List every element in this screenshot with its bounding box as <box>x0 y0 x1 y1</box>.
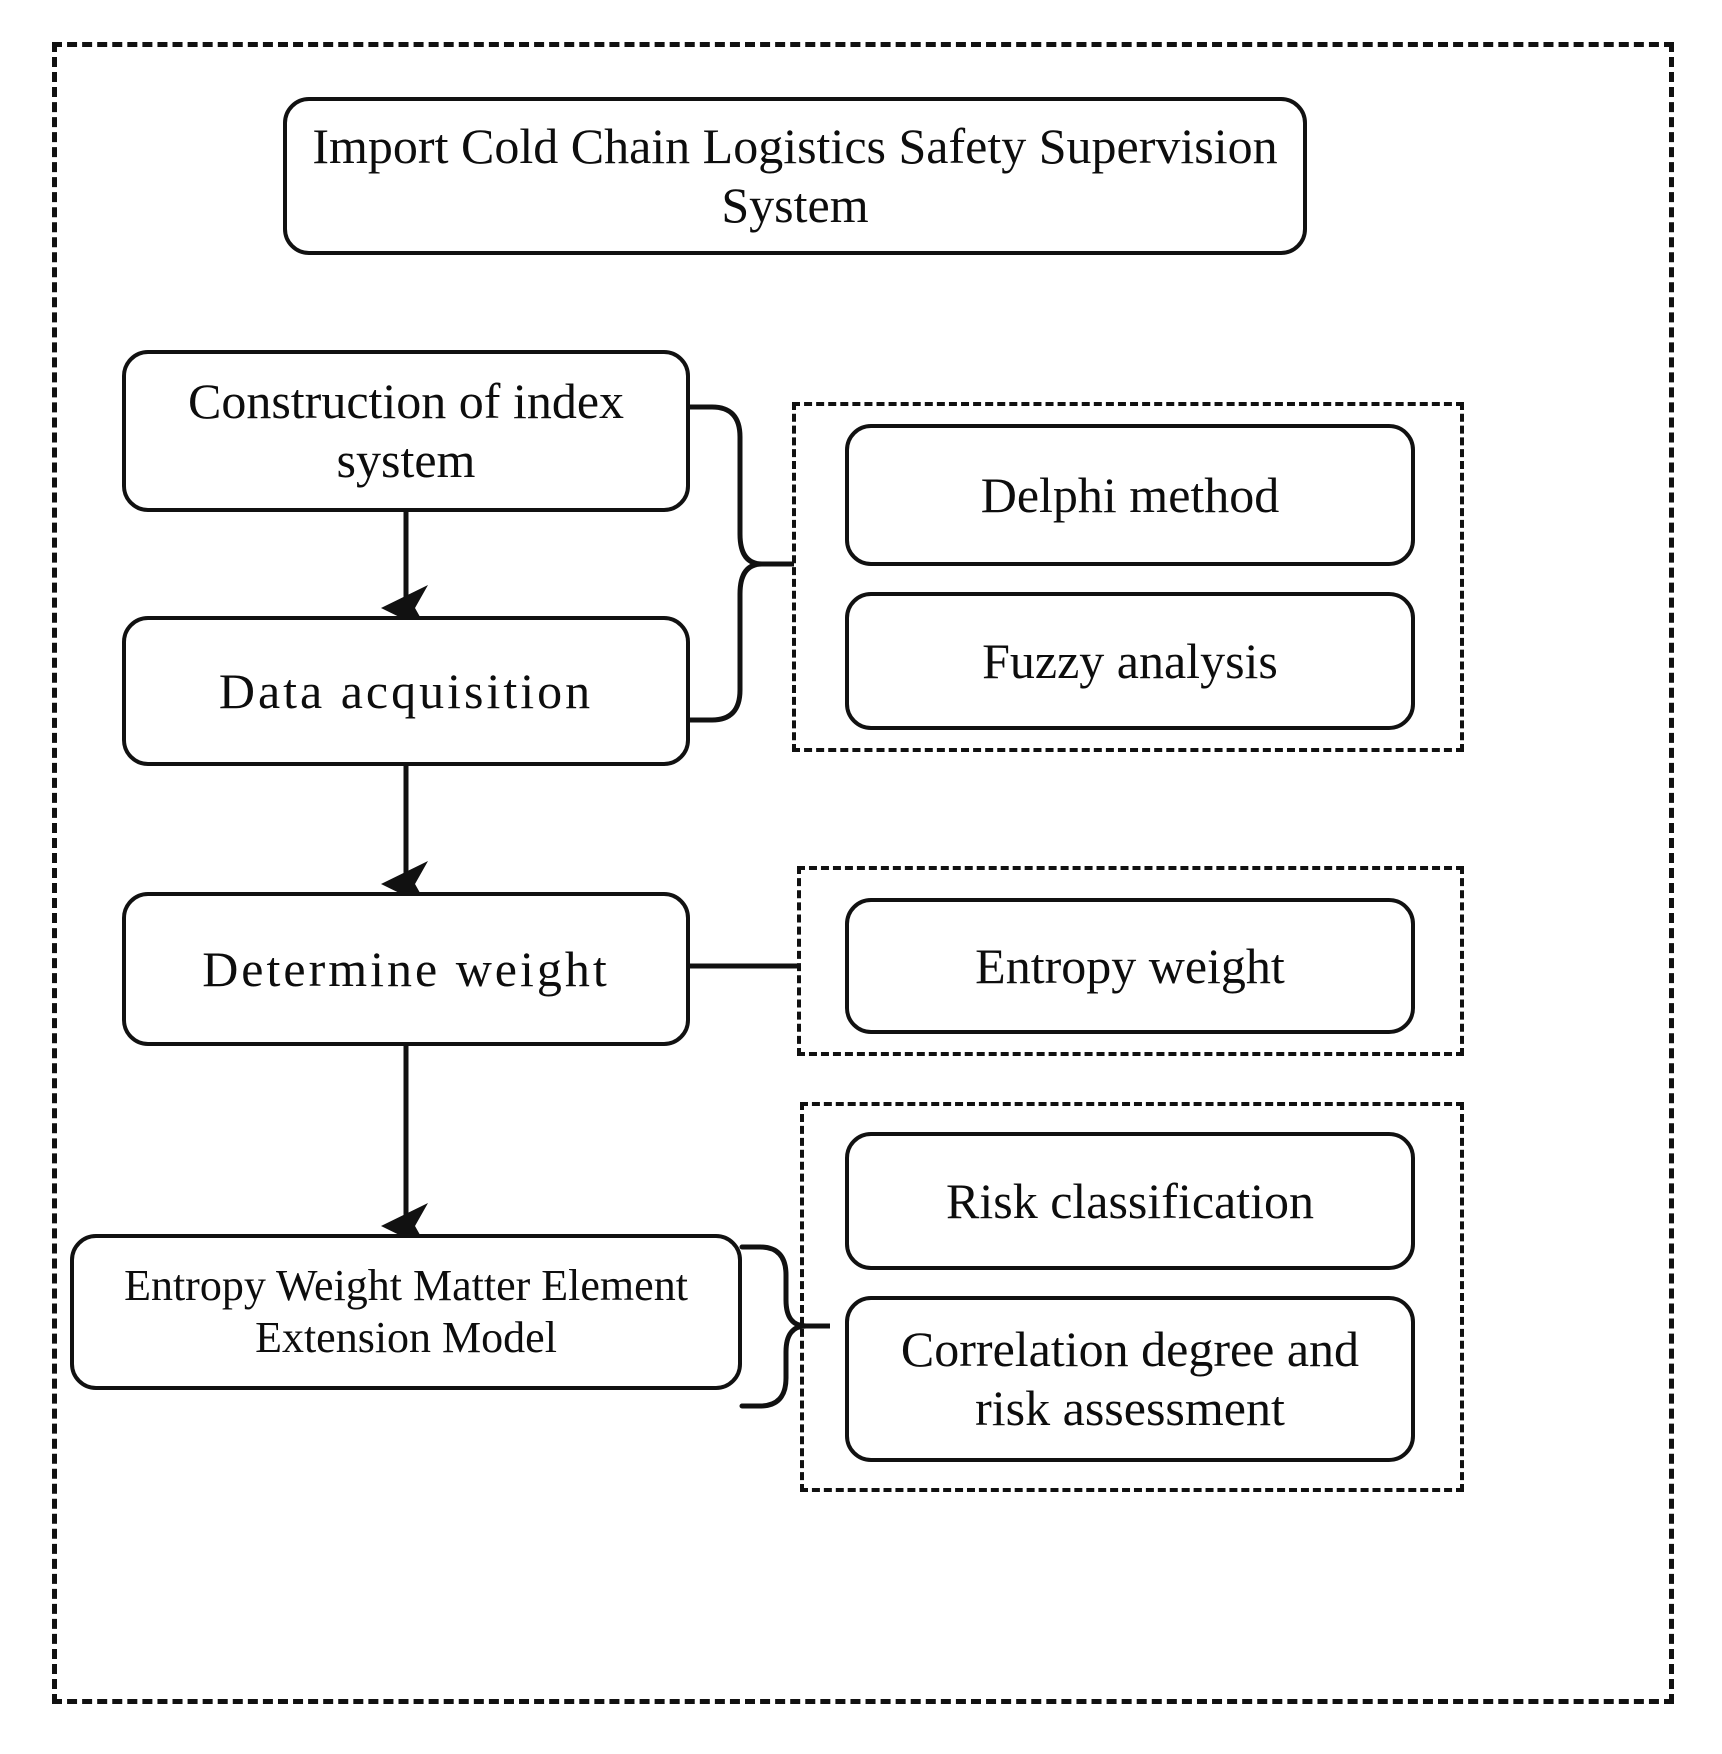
node-entropy-weight[interactable]: Entropy weight <box>845 898 1415 1034</box>
node-index-system-label: Construction of index system <box>187 373 625 488</box>
node-correlation-degree-and-risk-assessment[interactable]: Correlation degree and risk assessment <box>845 1296 1415 1462</box>
node-delphi-method-label: Delphi method <box>980 466 1280 523</box>
node-model-label: Entropy Weight Matter Element Extension … <box>124 1261 688 1362</box>
node-determine-weight-label: Determine weight <box>202 940 610 997</box>
dashed-group-entropy-weight <box>797 866 1464 1056</box>
node-fuzzy-analysis[interactable]: Fuzzy analysis <box>845 592 1415 730</box>
node-delphi-method[interactable]: Delphi method <box>845 424 1415 566</box>
node-entropy-weight-matter-element-extension-model[interactable]: Entropy Weight Matter Element Extension … <box>70 1234 742 1390</box>
node-fuzzy-analysis-label: Fuzzy analysis <box>982 632 1278 689</box>
node-entropy-weight-label: Entropy weight <box>975 937 1285 994</box>
dashed-group-methods <box>792 402 1464 752</box>
node-index-system[interactable]: Construction of index system <box>122 350 690 512</box>
node-correlation-label: Correlation degree and risk assessment <box>900 1321 1360 1436</box>
node-data-acquisition-label: Data acquisition <box>218 662 594 719</box>
node-risk-classification[interactable]: Risk classification <box>845 1132 1415 1270</box>
outer-dashed-frame <box>52 42 1674 1704</box>
node-risk-classification-label: Risk classification <box>946 1172 1314 1229</box>
node-supervision-system-label: Import Cold Chain Logistics Safety Super… <box>312 118 1278 233</box>
node-supervision-system[interactable]: Import Cold Chain Logistics Safety Super… <box>283 97 1307 255</box>
node-data-acquisition[interactable]: Data acquisition <box>122 616 690 766</box>
node-determine-weight[interactable]: Determine weight <box>122 892 690 1046</box>
